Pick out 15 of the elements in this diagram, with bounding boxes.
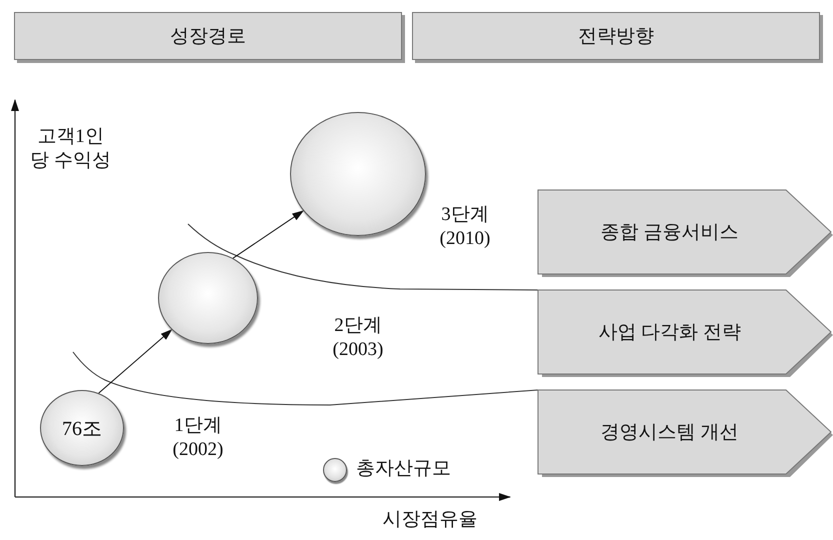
arrow xyxy=(232,210,304,259)
axis-label: 고객1인당 수익성 xyxy=(29,125,112,172)
stage-label: 3단계 (2010) xyxy=(438,203,492,250)
stage-label: 2단계 (2003) xyxy=(332,314,384,362)
bubble: 76조 xyxy=(40,390,124,466)
strategy-arrow-box: 경영시스템 개선 xyxy=(538,390,831,474)
bubble xyxy=(158,252,258,344)
header-box: 성장경로 xyxy=(14,12,402,60)
strategy-arrow-box: 사업 다각화 전략 xyxy=(538,290,831,374)
arrow xyxy=(98,328,172,394)
axis-label: 시장점유율 xyxy=(382,508,478,532)
stage-label: 1단계 (2002) xyxy=(172,414,224,462)
legend-label: 총자산규모 xyxy=(356,457,451,481)
header-box: 전략방향 xyxy=(412,12,820,60)
strategy-arrow-box: 종합 금융서비스 xyxy=(538,190,831,274)
